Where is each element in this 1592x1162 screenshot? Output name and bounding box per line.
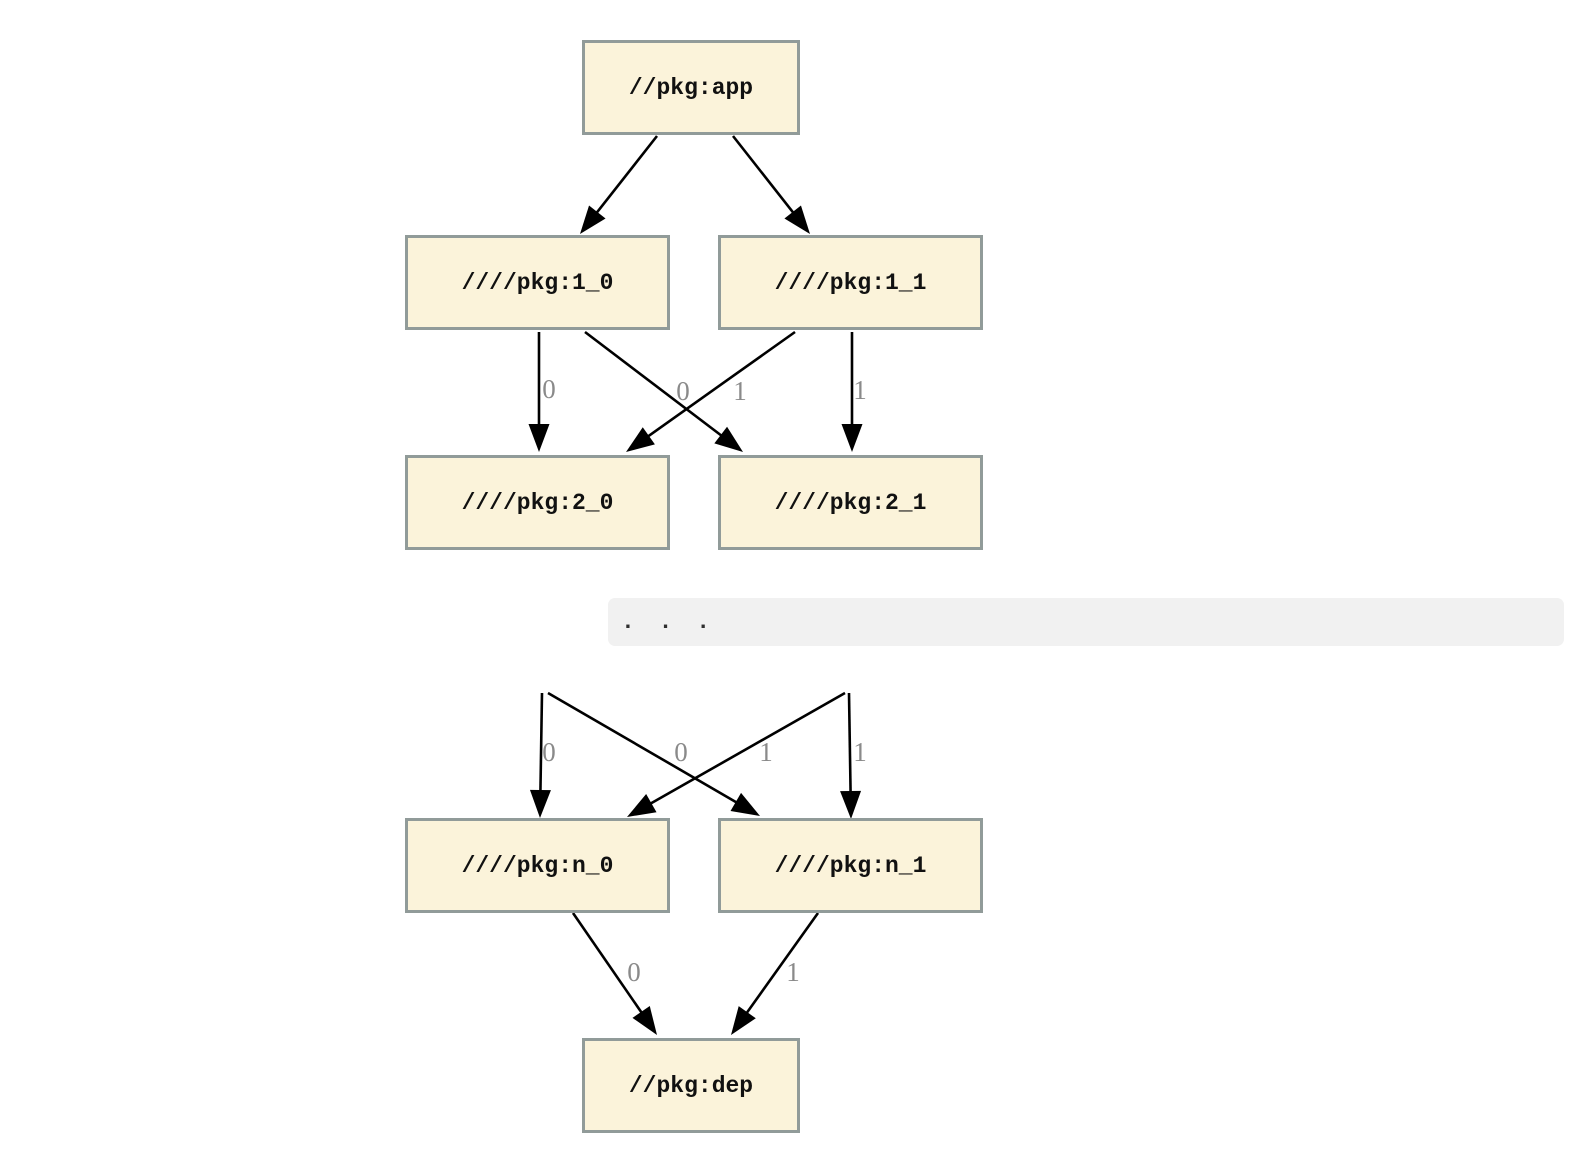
edge-ellipsis-right-to-n_0 <box>648 691 846 806</box>
edge-label-ellipsis-right-to-n_1: 1 <box>853 737 867 767</box>
edge-label-ellipsis-right-to-n_0: 0 <box>674 737 688 767</box>
node-pkg-n-0: ////pkg:n_0 <box>405 818 670 913</box>
node-pkg-1-0-label: ////pkg:1_0 <box>461 269 614 296</box>
arrowhead-ellipsis-left-to-n_1 <box>730 792 760 816</box>
arrowhead-n_1-to-dep <box>731 1006 756 1035</box>
arrowhead-1_0-to-2_1 <box>714 426 743 452</box>
edge-ellipsis-left-to-n_1 <box>547 691 740 805</box>
edge-label-ellipsis-left-to-n_0: 0 <box>542 737 556 767</box>
node-pkg-2-1-label: ////pkg:2_1 <box>774 489 927 516</box>
node-pkg-n-1-label: ////pkg:n_1 <box>774 852 927 879</box>
ellipsis-text: . . . <box>621 609 716 635</box>
edge-label-1_0-to-2_1: 1 <box>733 376 747 406</box>
edge-label-1_1-to-2_1: 1 <box>853 375 867 405</box>
node-pkg-2-1: ////pkg:2_1 <box>718 455 983 550</box>
node-pkg-app: //pkg:app <box>582 40 800 135</box>
node-pkg-1-0: ////pkg:1_0 <box>405 235 670 330</box>
edge-label-n_0-to-dep: 0 <box>627 957 641 987</box>
node-pkg-2-0-label: ////pkg:2_0 <box>461 489 614 516</box>
node-pkg-dep-label: //pkg:dep <box>628 1072 754 1099</box>
node-pkg-2-0: ////pkg:2_0 <box>405 455 670 550</box>
node-pkg-app-label: //pkg:app <box>628 74 754 101</box>
arrowhead-app-to-1_1 <box>784 205 810 234</box>
edge-n_0-to-dep <box>571 912 644 1016</box>
arrowhead-ellipsis-right-to-n_0 <box>627 794 657 817</box>
arrowhead-n_0-to-dep <box>632 1005 657 1035</box>
edge-n_1-to-dep <box>744 912 820 1016</box>
edge-ellipsis-left-to-n_0 <box>539 692 544 794</box>
edge-1_1-to-2_0 <box>645 330 796 439</box>
node-pkg-1-1-label: ////pkg:1_1 <box>774 269 927 296</box>
edge-1_0-to-2_1 <box>584 330 724 438</box>
edge-label-1_1-to-2_0: 0 <box>676 376 690 406</box>
arrowhead-1_1-to-2_1 <box>841 424 863 452</box>
arrowhead-1_1-to-2_0 <box>626 427 655 452</box>
edge-label-1_0-to-2_0: 0 <box>542 374 556 404</box>
node-pkg-1-1: ////pkg:1_1 <box>718 235 983 330</box>
arrowhead-app-to-1_0 <box>580 205 606 234</box>
edge-label-ellipsis-left-to-n_1: 1 <box>759 737 773 767</box>
edge-app-to-1_1 <box>731 135 796 216</box>
node-pkg-n-1: ////pkg:n_1 <box>718 818 983 913</box>
edge-label-n_1-to-dep: 1 <box>786 957 800 987</box>
arrowhead-ellipsis-left-to-n_0 <box>529 789 551 818</box>
node-pkg-dep: //pkg:dep <box>582 1038 800 1133</box>
ellipsis-band: . . . <box>608 598 1564 646</box>
arrowhead-1_0-to-2_0 <box>528 424 550 452</box>
arrowhead-ellipsis-right-to-n_1 <box>840 790 862 819</box>
edge-app-to-1_0 <box>594 135 659 216</box>
node-pkg-n-0-label: ////pkg:n_0 <box>461 852 614 879</box>
edge-ellipsis-right-to-n_1 <box>847 692 852 795</box>
